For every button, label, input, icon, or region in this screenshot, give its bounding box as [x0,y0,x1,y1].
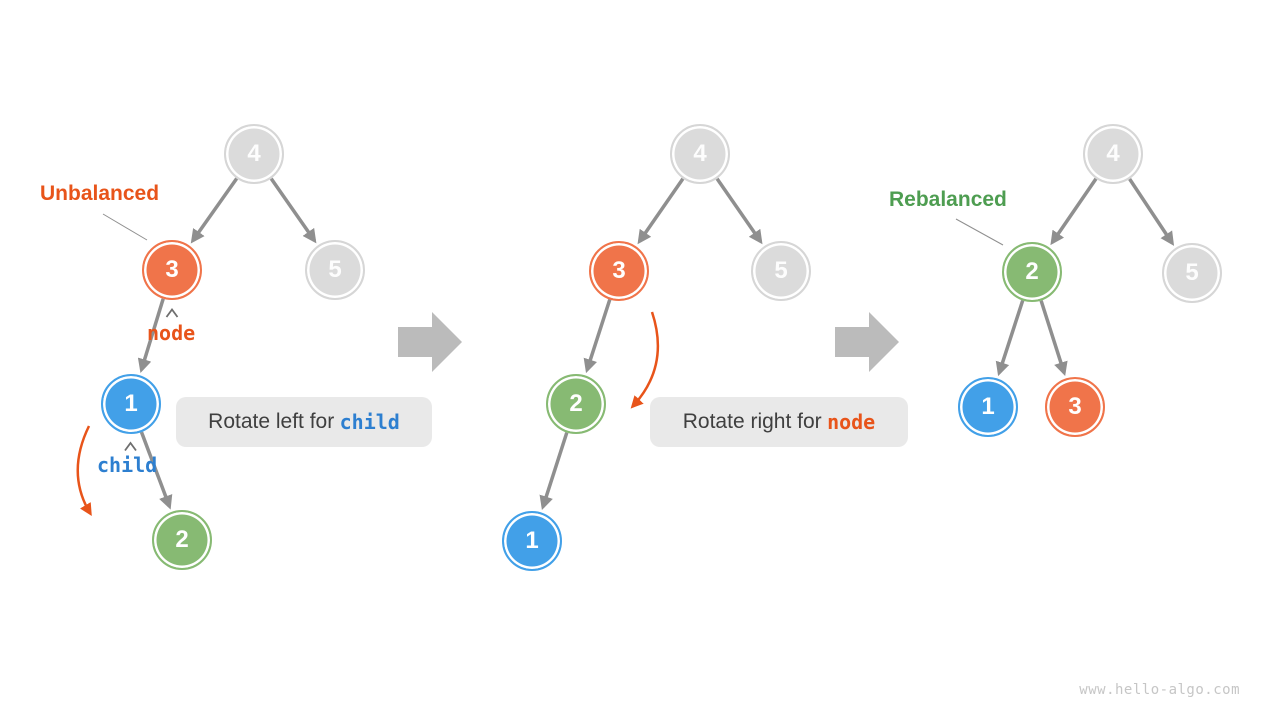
node-value: 4 [693,140,707,167]
node-value: 1 [525,527,539,554]
tree1-edge-3-1 [137,298,165,373]
node-value: 4 [1106,140,1120,167]
tree2-node-3: 3 [589,241,649,301]
rebalanced-annotation: Rebalanced [889,188,1007,211]
step-transition-arrow-icon-2 [835,312,899,372]
tree2-edge-4-3 [637,177,685,245]
tree3-node-4: 4 [1083,124,1143,184]
tree2-edges [539,177,763,511]
node-value: 3 [612,257,626,284]
tree1-edge-1-2 [139,431,173,510]
unbalanced-pointer-line [102,213,148,241]
tree3-node-5: 5 [1162,243,1222,303]
caption-rotate-right: Rotate right for node [650,397,908,447]
node-value: 1 [124,390,138,417]
tree1-node-3: 3 [142,240,202,300]
tree1-node-2: 2 [152,510,212,570]
node-value: 2 [1025,258,1039,285]
node-value: 2 [569,390,583,417]
node-value: 3 [1068,393,1082,420]
tree3-node-1: 1 [958,377,1018,437]
node-value: 3 [165,256,179,283]
tree3-node-3: 3 [1045,377,1105,437]
caption-keyword-child: child [339,410,400,434]
tree2-edge-2-1 [539,432,569,511]
node-value: 2 [175,526,189,553]
rotate-right-arrow-icon [630,311,660,409]
unbalanced-annotation: Unbalanced [40,182,160,205]
tree3-edge-4-2 [1050,177,1098,246]
tree3-node-2: 2 [1002,242,1062,302]
tree2-node-1: 1 [502,511,562,571]
tree1-node-1: 1 [101,374,161,434]
rebalanced-pointer-line [955,218,1004,246]
tree2-node-2: 2 [546,374,606,434]
tree1-edge-4-5 [269,177,317,244]
tree2-edge-4-5 [715,177,763,245]
tree2-node-5: 5 [751,241,811,301]
tree1-node-5: 5 [305,240,365,300]
step-transition-arrow-icon-1 [398,312,462,372]
tree1-edge-4-3 [190,177,239,244]
node-value: 5 [1185,259,1199,286]
child-pointer-label: child [97,453,158,477]
tree3-edge-4-5 [1128,178,1175,246]
tree2-node-4: 4 [670,124,730,184]
node-pointer-label: node [147,321,196,345]
tree1-node-4: 4 [224,124,284,184]
tree3-edge-2-3 [1039,300,1068,377]
tree2-edge-3-2 [583,298,612,374]
node-value: 4 [247,140,261,167]
tree3-edges [995,177,1175,377]
tree3-edge-2-1 [995,299,1025,377]
caption-rotate-left: Rotate left for child [176,397,432,447]
caption-text: Rotate left for [208,410,335,433]
node-value: 1 [981,393,995,420]
node-caret-icon [165,307,179,318]
node-value: 5 [328,256,342,283]
rotate-left-arrow-icon [76,425,92,517]
caption-text: Rotate right for [682,410,822,433]
tree1-edges [137,177,317,510]
node-value: 5 [774,257,788,284]
site-watermark: www.hello-algo.com [1079,682,1240,698]
child-caret-icon [124,441,137,452]
caption-keyword-node: node [827,410,876,434]
